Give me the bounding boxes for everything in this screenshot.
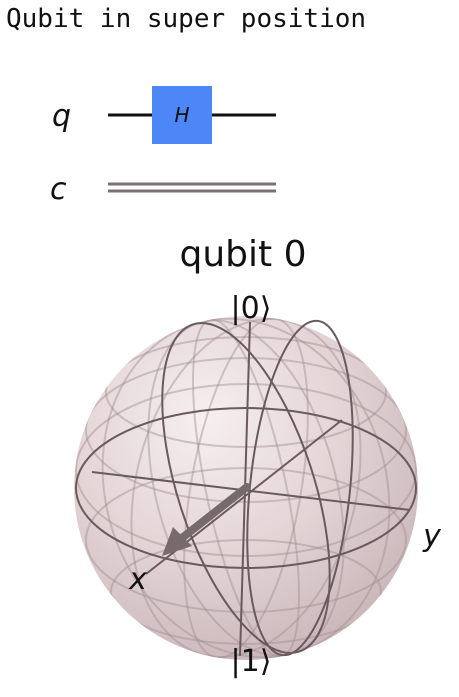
bloch-label-x: x (128, 562, 147, 597)
quantum-circuit: q H c (50, 86, 276, 207)
quantum-register-label: q (52, 99, 71, 134)
state-vector-head (162, 527, 192, 556)
bloch-title: qubit 0 (180, 234, 307, 275)
hadamard-gate (152, 86, 212, 144)
equator-ring (75, 407, 417, 569)
bloch-label-one: |1⟩ (231, 644, 272, 679)
classical-register-label: c (50, 172, 67, 207)
bloch-label-zero: |0⟩ (231, 291, 272, 326)
meridian-ring-yz (246, 319, 354, 657)
bloch-sphere: qubit 0 |0⟩ |1⟩ x (74, 234, 442, 679)
state-vector (162, 483, 251, 556)
y-axis (91, 471, 411, 511)
hadamard-gate-label: H (174, 103, 189, 127)
meridian-ring-xz (161, 322, 331, 654)
page-title: Qubit in super position (6, 4, 367, 34)
state-vector-shaft (178, 483, 251, 542)
bloch-label-y: y (422, 519, 442, 554)
